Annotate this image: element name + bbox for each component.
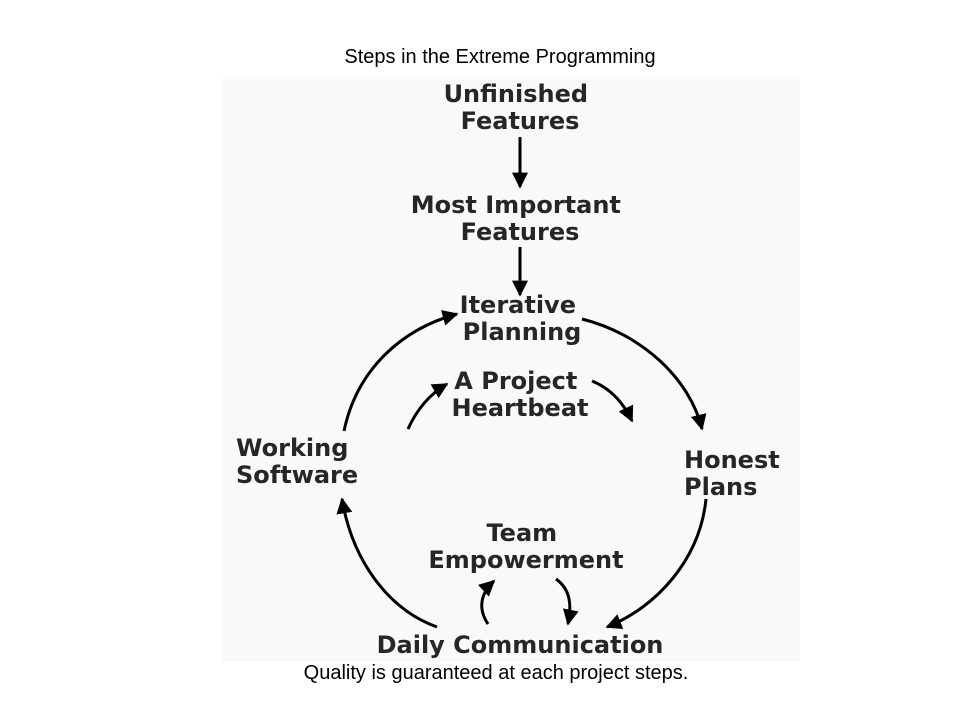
node-team-empowerment-line-1: Team xyxy=(486,519,557,547)
node-unfinished-features-line-1: Unfinished xyxy=(444,80,589,108)
node-honest-plans-line-1: Honest xyxy=(684,446,780,474)
node-iterative-planning-line-2: Planning xyxy=(463,318,582,346)
node-daily-communication: Daily Communication xyxy=(377,631,664,659)
node-iterative-planning: Iterative Planning xyxy=(460,291,585,346)
node-unfinished-features-line-2: Features xyxy=(461,107,580,135)
arrow-iterative-to-honest-plans xyxy=(581,317,707,431)
slide-caption: Quality is guaranteed at each project st… xyxy=(303,662,689,684)
node-daily-communication-line-1: Daily Communication xyxy=(377,631,664,659)
node-working-software: Working Software xyxy=(236,434,358,489)
node-most-important-features-line-1: Most Important xyxy=(411,191,621,219)
node-iterative-planning-line-1: Iterative xyxy=(460,291,576,319)
node-honest-plans-line-2: Plans xyxy=(684,473,757,501)
arrow-daily-communication-to-team xyxy=(478,579,496,625)
arrow-into-heartbeat xyxy=(406,382,449,430)
node-project-heartbeat: A Project Heartbeat xyxy=(452,367,589,422)
node-honest-plans: Honest Plans xyxy=(684,446,788,501)
arrow-honest-plans-to-daily-communication xyxy=(605,498,708,630)
node-unfinished-features: Unfinished Features xyxy=(444,80,597,135)
node-most-important-features: Most Important Features xyxy=(411,191,630,246)
node-team-empowerment-line-2: Empowerment xyxy=(428,546,623,574)
node-team-empowerment: Team Empowerment xyxy=(428,519,623,574)
xp-cycle-diagram: Unfinished Features Most Important Featu… xyxy=(222,79,800,661)
arrow-team-to-daily-communication xyxy=(555,577,579,626)
node-most-important-features-line-2: Features xyxy=(461,218,580,246)
diagram-canvas: Unfinished Features Most Important Featu… xyxy=(236,80,788,659)
arrow-working-software-to-iterative xyxy=(342,310,459,432)
arrow-daily-communication-to-working-software xyxy=(336,497,438,629)
node-project-heartbeat-line-2: Heartbeat xyxy=(452,394,589,422)
node-working-software-line-2: Software xyxy=(236,461,358,489)
slide-title: Steps in the Extreme Programming xyxy=(344,46,656,68)
node-project-heartbeat-line-1: A Project xyxy=(454,367,577,395)
arrow-out-of-heartbeat xyxy=(591,379,634,423)
node-working-software-line-1: Working xyxy=(236,434,348,462)
